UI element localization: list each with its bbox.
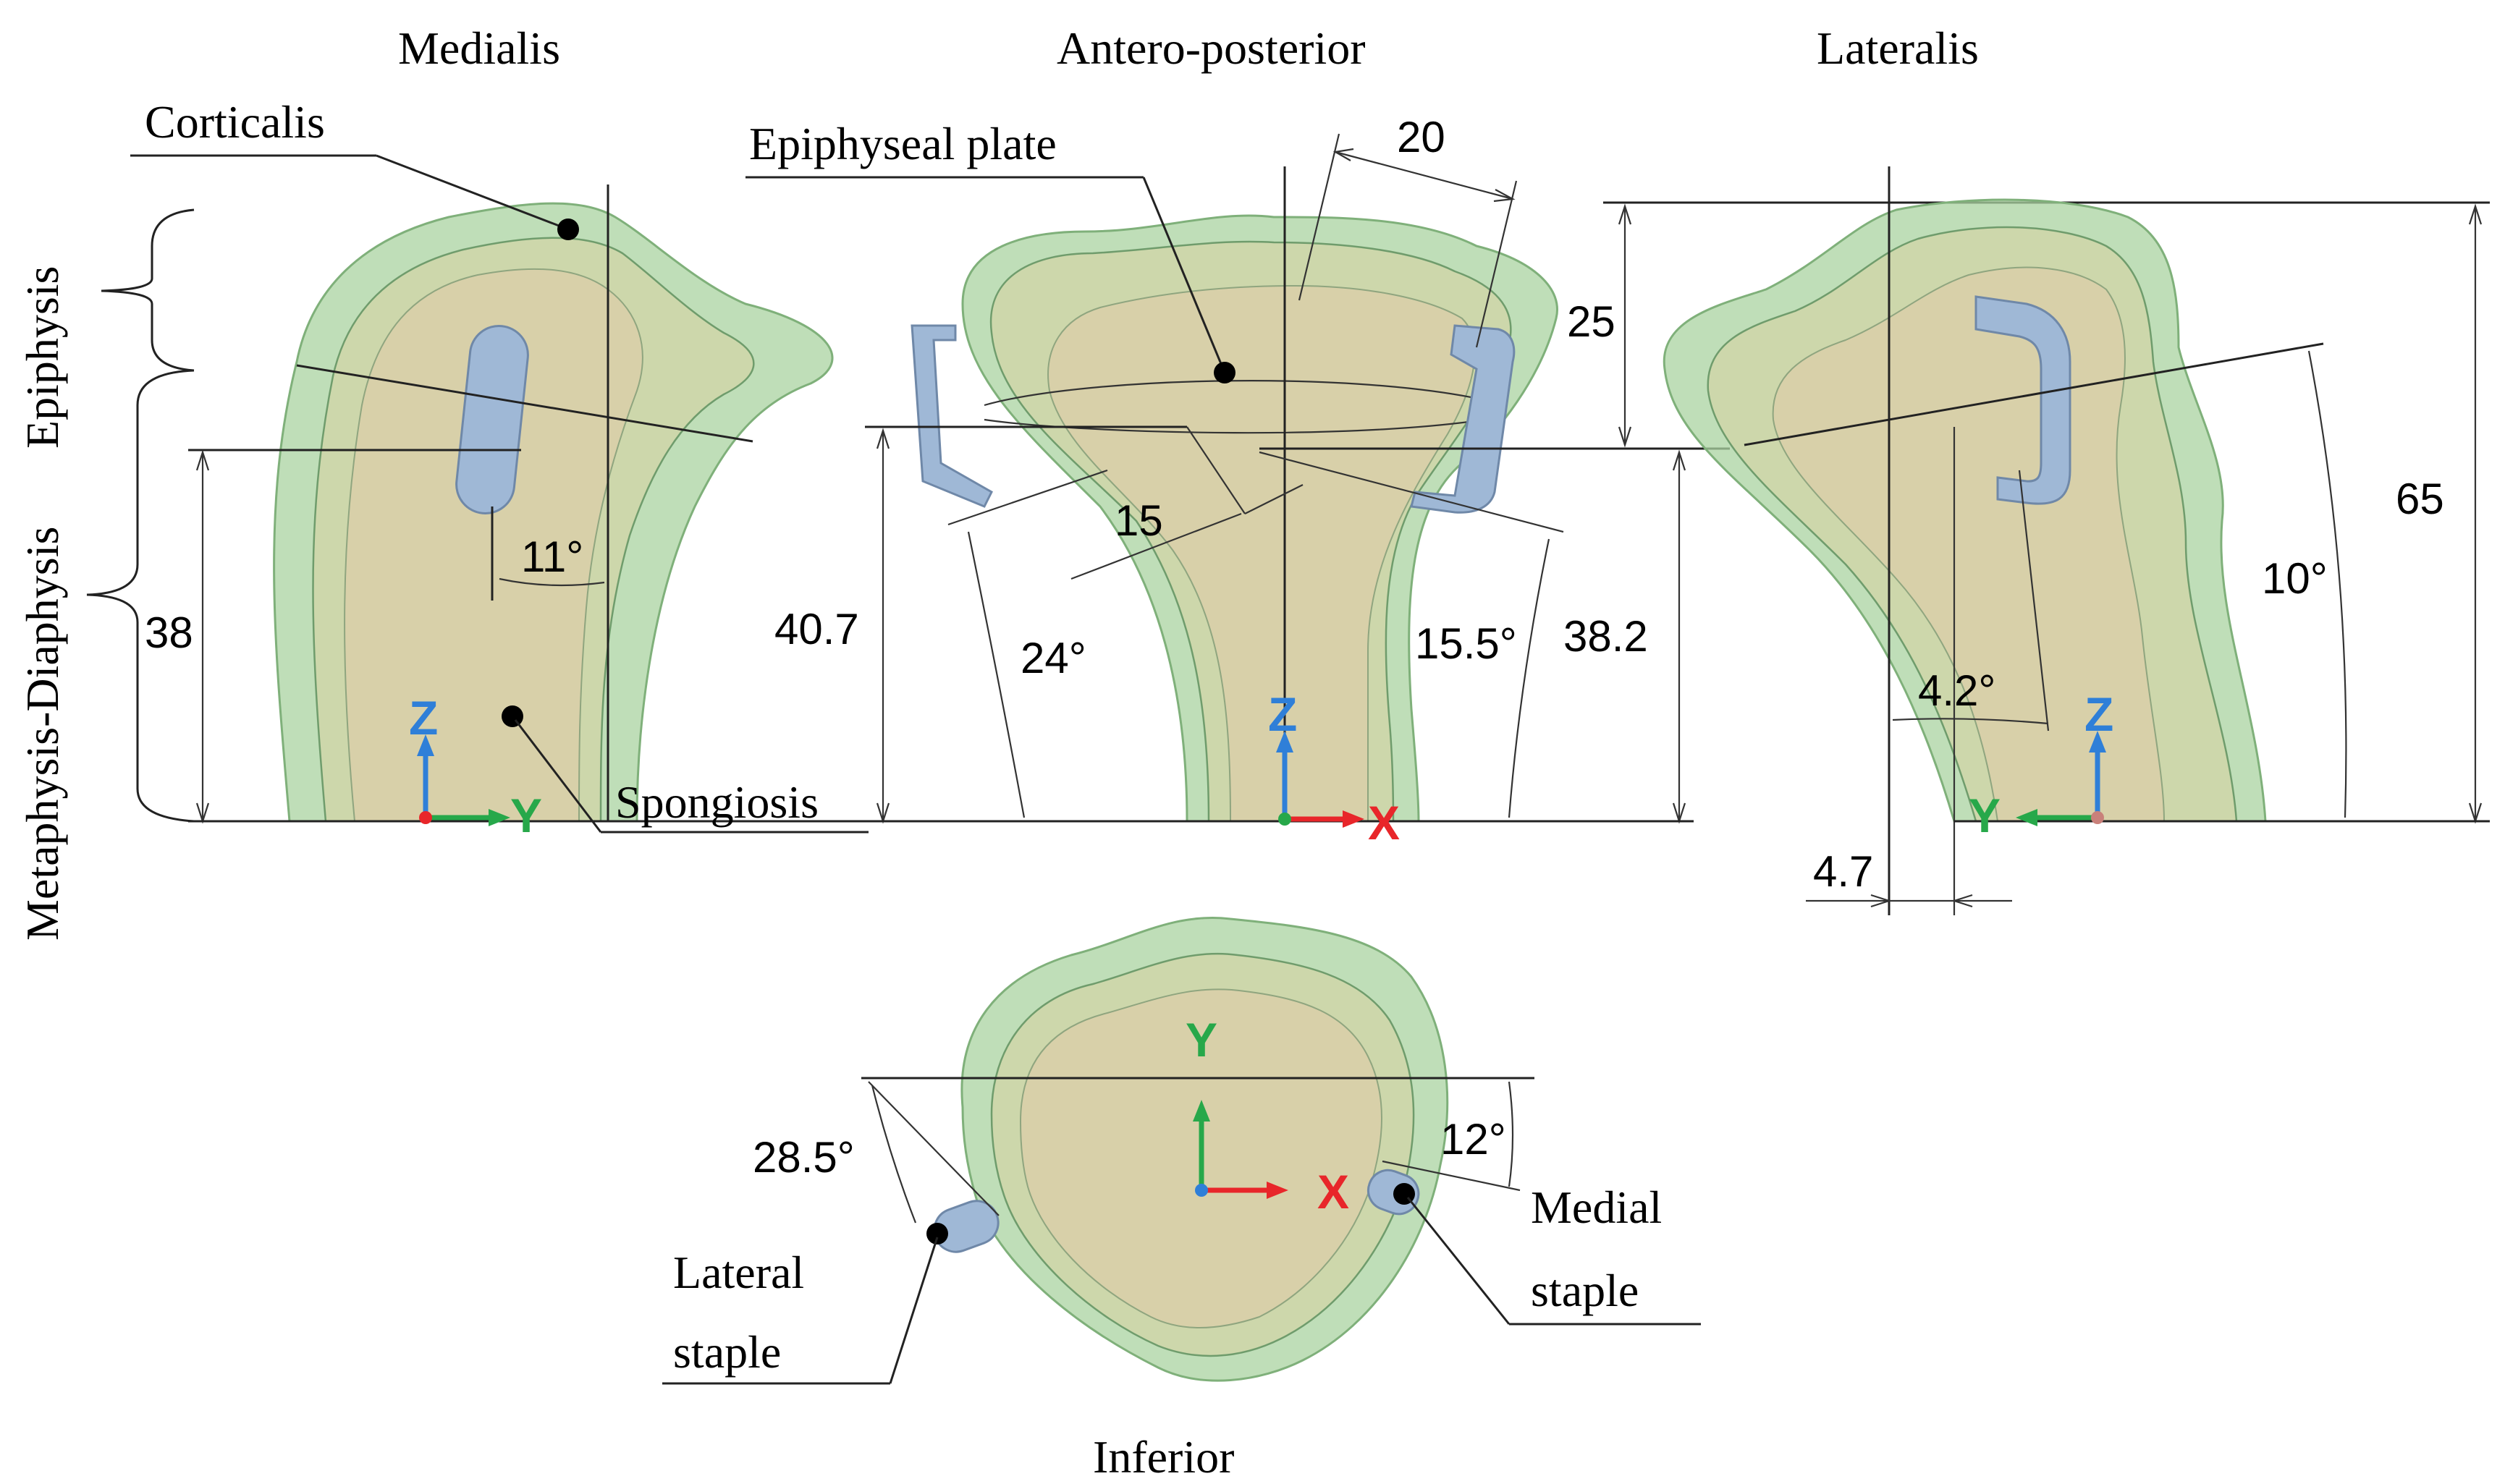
inf-12-line — [1382, 1160, 1521, 1192]
lat-axes: Z Y — [1969, 687, 2113, 842]
ap-25-arrow-bottom — [1618, 426, 1632, 448]
label-lateral-staple-2: staple — [673, 1326, 781, 1378]
medialis-staple — [455, 324, 529, 515]
ap-right-staple — [1410, 324, 1516, 514]
lateralis-view: 10° 65 4.2° 4.7 Z Y — [1663, 166, 2490, 915]
lat-axis-z-label: Z — [2084, 687, 2113, 741]
label-spongiosis: Spongiosis — [615, 776, 819, 828]
title-lateralis: Lateralis — [1817, 22, 1979, 74]
dim-lat-angle: 10° — [2262, 554, 2328, 603]
dim-inf-left-angle: 28.5° — [753, 1133, 855, 1182]
lat-10-line — [1744, 342, 2324, 446]
lat-10-arc — [2307, 350, 2347, 818]
ap-407-arrow-top — [876, 428, 890, 449]
dim-ap-left-height: 40.7 — [774, 605, 859, 653]
lat-staple — [1974, 295, 2071, 505]
inferior-view: 28.5° 12° Lateral staple Medial staple Y… — [662, 916, 1701, 1385]
lat-42-arc — [1892, 718, 2049, 725]
dim-ap-top-width: 20 — [1397, 113, 1445, 161]
ap-20-ext-right — [1475, 180, 1518, 348]
plate-leader-d — [1142, 177, 1225, 370]
ap-25-arrow-top — [1618, 203, 1632, 225]
lateral-staple-dot — [926, 1223, 948, 1245]
inf-axis-x-label: X — [1317, 1165, 1349, 1218]
medialis-view: 11° 38 Corticalis Spongiosis Z Y — [130, 96, 869, 842]
region-label-metaphysis-diaphysis: Metaphysis-Diaphysis — [17, 527, 68, 941]
label-epiphyseal-plate: Epiphyseal plate — [749, 118, 1057, 169]
medialis-axis-z-label: Z — [409, 691, 438, 745]
lat-42-line-right — [2018, 470, 2050, 732]
dim-ap-right-height2: 38.2 — [1563, 612, 1648, 661]
ap-382-arrow-top — [1672, 449, 1686, 471]
region-brackets: Metaphysis-Diaphysis Epiphysis — [17, 208, 195, 941]
ap-24-arc — [967, 531, 1026, 818]
ap-20-arrow-l — [1332, 148, 1354, 161]
spongiosis-leader-d — [514, 719, 602, 833]
medialis-axis-y-label: Y — [510, 789, 542, 842]
dim-ap-plate-offset: 15 — [1115, 496, 1163, 545]
corticalis-dot — [557, 219, 579, 240]
ap-155-line — [1259, 451, 1564, 533]
ap-24-line — [947, 469, 1108, 526]
inf-285-line — [868, 1081, 1000, 1216]
ap-axes: Z X — [1268, 687, 1400, 849]
dim-lat-total-height: 65 — [2396, 475, 2444, 523]
dim-lat-small-angle: 4.2° — [1918, 666, 1995, 715]
medialis-angle-arc — [499, 577, 605, 587]
medialis-axes: Z Y — [409, 691, 542, 842]
title-antero-posterior: Antero-posterior — [1057, 22, 1366, 74]
lateral-staple-leader-d — [889, 1237, 939, 1384]
lat-47-arrow-r — [1951, 894, 1973, 908]
metaphysis-bracket — [86, 369, 195, 823]
ap-axis-x-label: X — [1368, 796, 1400, 849]
label-lateral-staple-1: Lateral — [673, 1247, 804, 1298]
label-corticalis: Corticalis — [145, 96, 325, 148]
antero-posterior-view: 20 Epiphyseal plate 40.7 15 24° 15.5° 38… — [745, 113, 2490, 849]
ap-155-arc — [1508, 538, 1550, 818]
medial-staple-leader-d — [1406, 1197, 1511, 1325]
region-label-epiphysis: Epiphysis — [17, 266, 68, 449]
ap-left-staple — [911, 324, 993, 508]
inf-axis-y-label: Y — [1186, 1013, 1217, 1067]
lat-47-arrow-l — [1870, 894, 1892, 908]
title-medialis: Medialis — [398, 22, 560, 74]
medialis-bone-inner — [344, 268, 643, 822]
dim-inf-right-angle: 12° — [1440, 1115, 1506, 1163]
ap-plate-bottom — [984, 415, 1506, 434]
corticalis-leader-d — [376, 154, 565, 229]
title-inferior: Inferior — [1093, 1431, 1234, 1483]
spongiosis-dot — [502, 705, 523, 727]
dim-ap-right-height: 25 — [1567, 297, 1615, 346]
ap-15-dim-line — [1070, 512, 1242, 580]
dim-medial-height: 38 — [145, 609, 193, 657]
inf-12-arc — [1508, 1081, 1514, 1187]
dim-ap-right-angle: 15.5° — [1415, 619, 1517, 668]
ap-20-dim-line — [1335, 150, 1513, 200]
ap-20-arrow-r — [1493, 189, 1516, 203]
dim-medial-angle: 11° — [521, 533, 583, 581]
dim-ap-left-angle: 24° — [1021, 634, 1086, 682]
medialis-height-arrow-top — [195, 449, 210, 471]
ap-20-ext-left — [1298, 133, 1340, 301]
label-medial-staple-1: Medial — [1531, 1182, 1662, 1233]
lat-65-arrow-top — [2468, 203, 2483, 225]
ap-axis-z-label: Z — [1268, 687, 1297, 741]
ap-plate-top — [984, 380, 1506, 407]
inf-axes: Y X — [1186, 1013, 1349, 1218]
inf-285-arc — [871, 1085, 917, 1224]
lat-axis-y-label: Y — [1969, 789, 2001, 842]
ap-15-ext2 — [1244, 484, 1304, 514]
epiphysis-bracket — [101, 208, 195, 372]
ap-bone-inner — [1047, 284, 1476, 822]
ap-15-ext — [1186, 426, 1246, 514]
medialis-plate-line — [296, 364, 753, 443]
dim-lat-offset: 4.7 — [1813, 847, 1873, 896]
plate-dot — [1214, 362, 1235, 383]
label-medial-staple-2: staple — [1531, 1265, 1639, 1316]
